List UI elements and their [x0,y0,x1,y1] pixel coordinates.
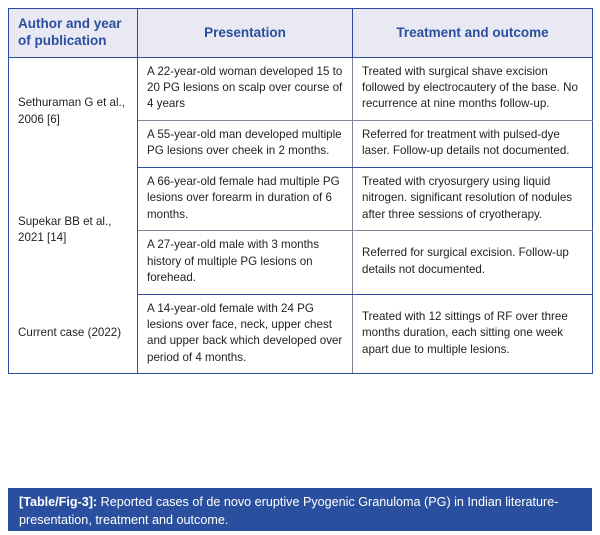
table-row: Sethuraman G et al., 2006 [6] A 22-year-… [8,57,593,168]
cell-author: Sethuraman G et al., 2006 [6] [8,57,138,168]
column-header-outcome: Treatment and outcome [352,8,593,58]
cell-outcome: Treated with 12 sittings of RF over thre… [352,294,593,375]
cell-outcome: Treated with cryosurgery using liquid ni… [352,167,593,232]
table-caption: [Table/Fig-3]: Reported cases of de novo… [8,488,592,531]
cell-presentation: A 55-year-old man developed multiple PG … [137,120,353,168]
table-header-row: Author and year of publication Presentat… [8,8,593,58]
table-body: Sethuraman G et al., 2006 [6] A 22-year-… [8,57,593,375]
cell-presentation: A 66-year-old female had multiple PG les… [137,167,353,232]
column-header-author: Author and year of publication [8,8,138,58]
table-row: A 27-year-old male with 3 months history… [9,230,593,295]
cell-outcome: Referred for treatment with pulsed-dye l… [352,120,593,168]
table-row: Supekar BB et al., 2021 [14] A 66-year-o… [8,167,593,295]
column-header-author-line2: of publication [18,33,107,49]
cell-author: Current case (2022) [8,294,138,375]
cell-presentation: A 22-year-old woman developed 15 to 20 P… [137,57,353,121]
table-caption-label: [Table/Fig-3]: [19,495,98,509]
cell-author: Supekar BB et al., 2021 [14] [8,167,138,295]
cell-outcome: Referred for surgical excision. Follow-u… [352,230,593,295]
cell-outcome: Treated with surgical shave excision fol… [352,57,593,121]
table-caption-text: Reported cases of de novo eruptive Pyoge… [19,495,559,527]
cell-presentation: A 14-year-old female with 24 PG lesions … [137,294,353,375]
table-row: A 55-year-old man developed multiple PG … [9,120,593,168]
reported-cases-table: Author and year of publication Presentat… [8,8,593,375]
table-header: Author and year of publication Presentat… [8,8,593,58]
column-header-presentation: Presentation [137,8,353,58]
cell-presentation: A 27-year-old male with 3 months history… [137,230,353,295]
table-row: Current case (2022) A 14-year-old female… [8,294,593,375]
column-header-author-line1: Author and year [18,16,122,31]
